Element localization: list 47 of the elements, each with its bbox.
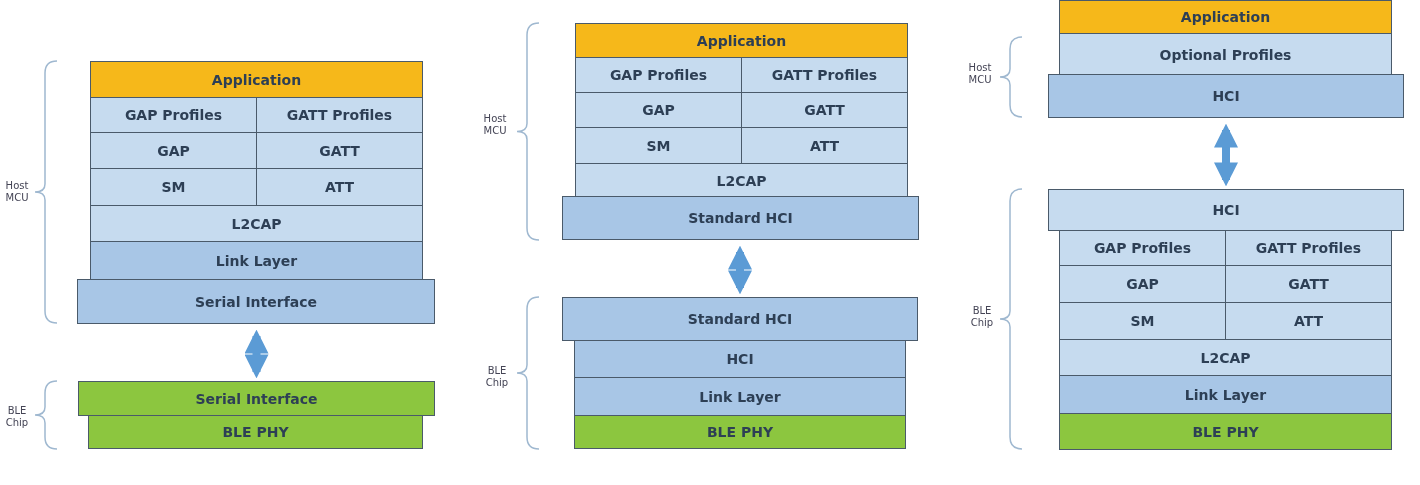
brace-label: BLE Chip <box>484 365 510 389</box>
stack-layer: SM <box>1059 302 1226 340</box>
application-layer: Application <box>575 23 908 58</box>
stack-layer: ATT <box>1225 302 1392 340</box>
stack-layer: GATT <box>256 132 423 169</box>
stack-layer: HCI <box>574 340 906 378</box>
stack-layer: L2CAP <box>575 163 908 198</box>
stack-layer: BLE PHY <box>88 415 423 449</box>
stack-layer: ATT <box>741 127 908 164</box>
double-arrow <box>1214 123 1238 187</box>
stack-layer: Link Layer <box>90 241 423 280</box>
brace-label: BLE Chip <box>969 305 995 329</box>
stack-layer: L2CAP <box>90 205 423 242</box>
double-arrow <box>728 245 752 295</box>
stack-layer: L2CAP <box>1059 339 1392 376</box>
stack-layer: HCI <box>1048 74 1404 118</box>
stack-layer: GATT <box>1225 265 1392 303</box>
brace-label: Host MCU <box>4 180 30 204</box>
stack-layer: BLE PHY <box>1059 413 1392 450</box>
stack-layer: GATT <box>741 92 908 128</box>
brace-label: BLE Chip <box>4 405 30 429</box>
brace-label: Host MCU <box>967 62 993 86</box>
stack-layer: BLE PHY <box>574 415 906 449</box>
stack-layer: Link Layer <box>1059 375 1392 414</box>
stack-layer: GAP <box>575 92 742 128</box>
application-layer: Application <box>1059 0 1392 34</box>
stack-layer: Optional Profiles <box>1059 33 1392 76</box>
stack-layer: GAP Profiles <box>575 57 742 93</box>
stack-layer: GATT Profiles <box>1225 230 1392 266</box>
application-layer: Application <box>90 61 423 98</box>
stack-layer: SM <box>90 168 257 206</box>
stack-layer: Link Layer <box>574 377 906 416</box>
double-arrow <box>244 329 269 379</box>
stack-layer: GAP <box>1059 265 1226 303</box>
stack-layer: ATT <box>256 168 423 206</box>
stack-layer: HCI <box>1048 189 1404 231</box>
stack-layer: Standard HCI <box>562 196 919 240</box>
stack-layer: GATT Profiles <box>256 97 423 133</box>
stack-layer: Serial Interface <box>77 279 435 324</box>
brace-label: Host MCU <box>482 113 508 137</box>
stack-layer: SM <box>575 127 742 164</box>
stack-layer: Standard HCI <box>562 297 918 341</box>
stack-layer: GATT Profiles <box>741 57 908 93</box>
stack-layer: GAP Profiles <box>90 97 257 133</box>
stack-layer: GAP Profiles <box>1059 230 1226 266</box>
stack-layer: GAP <box>90 132 257 169</box>
stack-layer: Serial Interface <box>78 381 435 416</box>
